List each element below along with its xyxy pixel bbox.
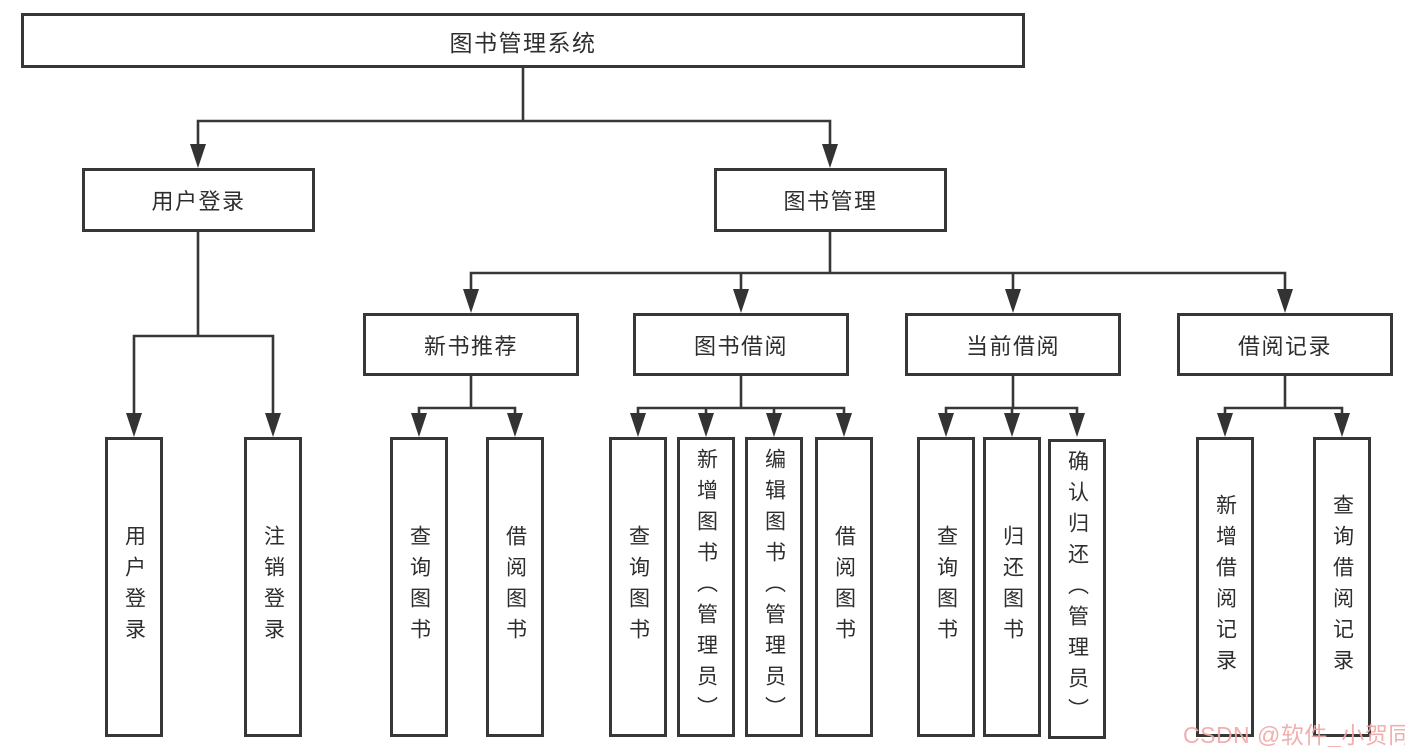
node-book-borrowing: 图书借阅 xyxy=(633,313,849,376)
node-book-management-system: 图书管理系统 xyxy=(21,13,1025,68)
leaf-records-query-borrow-record: 查询借阅记录 xyxy=(1313,437,1371,737)
leaf-label: 用户登录 xyxy=(122,525,146,649)
node-label: 图书借阅 xyxy=(693,333,788,359)
leaf-label: 确认归还（管理员） xyxy=(1065,449,1089,729)
arrowheads xyxy=(126,144,1350,437)
node-book-management-branch: 图书管理 xyxy=(714,168,947,232)
leaf-borrowing-query-books: 查询图书 xyxy=(609,437,667,737)
leaf-borrowing-borrow-books: 借阅图书 xyxy=(815,437,873,737)
leaf-borrowing-add-books-admin: 新增图书（管理员） xyxy=(677,437,735,737)
node-label: 用户登录 xyxy=(151,189,246,214)
leaf-current-return-books: 归还图书 xyxy=(983,437,1041,737)
leaf-label: 借阅图书 xyxy=(503,525,527,649)
leaf-label: 新增图书（管理员） xyxy=(694,447,718,727)
node-label: 当前借阅 xyxy=(965,333,1060,359)
leaf-label: 查询图书 xyxy=(934,525,958,649)
leaf-label: 编辑图书（管理员） xyxy=(762,447,786,727)
leaf-logout-login: 注销登录 xyxy=(244,437,302,737)
node-current-borrowing: 当前借阅 xyxy=(905,313,1121,376)
node-new-book-recommend: 新书推荐 xyxy=(363,313,579,376)
leaf-borrowing-edit-books-admin: 编辑图书（管理员） xyxy=(745,437,803,737)
node-label: 图书管理 xyxy=(783,189,878,214)
leaf-records-add-borrow-record: 新增借阅记录 xyxy=(1196,437,1254,737)
node-borrowing-records: 借阅记录 xyxy=(1177,313,1393,376)
leaf-user-login: 用户登录 xyxy=(105,437,163,737)
node-label: 图书管理系统 xyxy=(449,29,597,56)
leaf-label: 查询借阅记录 xyxy=(1330,494,1354,680)
node-label: 新书推荐 xyxy=(423,333,518,359)
node-user-login-branch: 用户登录 xyxy=(82,168,315,232)
leaf-label: 查询图书 xyxy=(407,525,431,649)
leaf-label: 新增借阅记录 xyxy=(1213,494,1237,680)
leaf-recommend-borrow-books: 借阅图书 xyxy=(486,437,544,737)
leaf-label: 查询图书 xyxy=(626,525,650,649)
watermark: CSDN @软件_小贺同学 xyxy=(1183,722,1405,747)
leaf-label: 归还图书 xyxy=(1000,525,1024,649)
node-label: 借阅记录 xyxy=(1237,333,1332,359)
leaf-current-query-books: 查询图书 xyxy=(917,437,975,737)
leaf-label: 借阅图书 xyxy=(832,525,856,649)
leaf-label: 注销登录 xyxy=(261,525,285,649)
leaf-current-confirm-return-admin: 确认归还（管理员） xyxy=(1048,439,1106,739)
leaf-recommend-query-books: 查询图书 xyxy=(390,437,448,737)
